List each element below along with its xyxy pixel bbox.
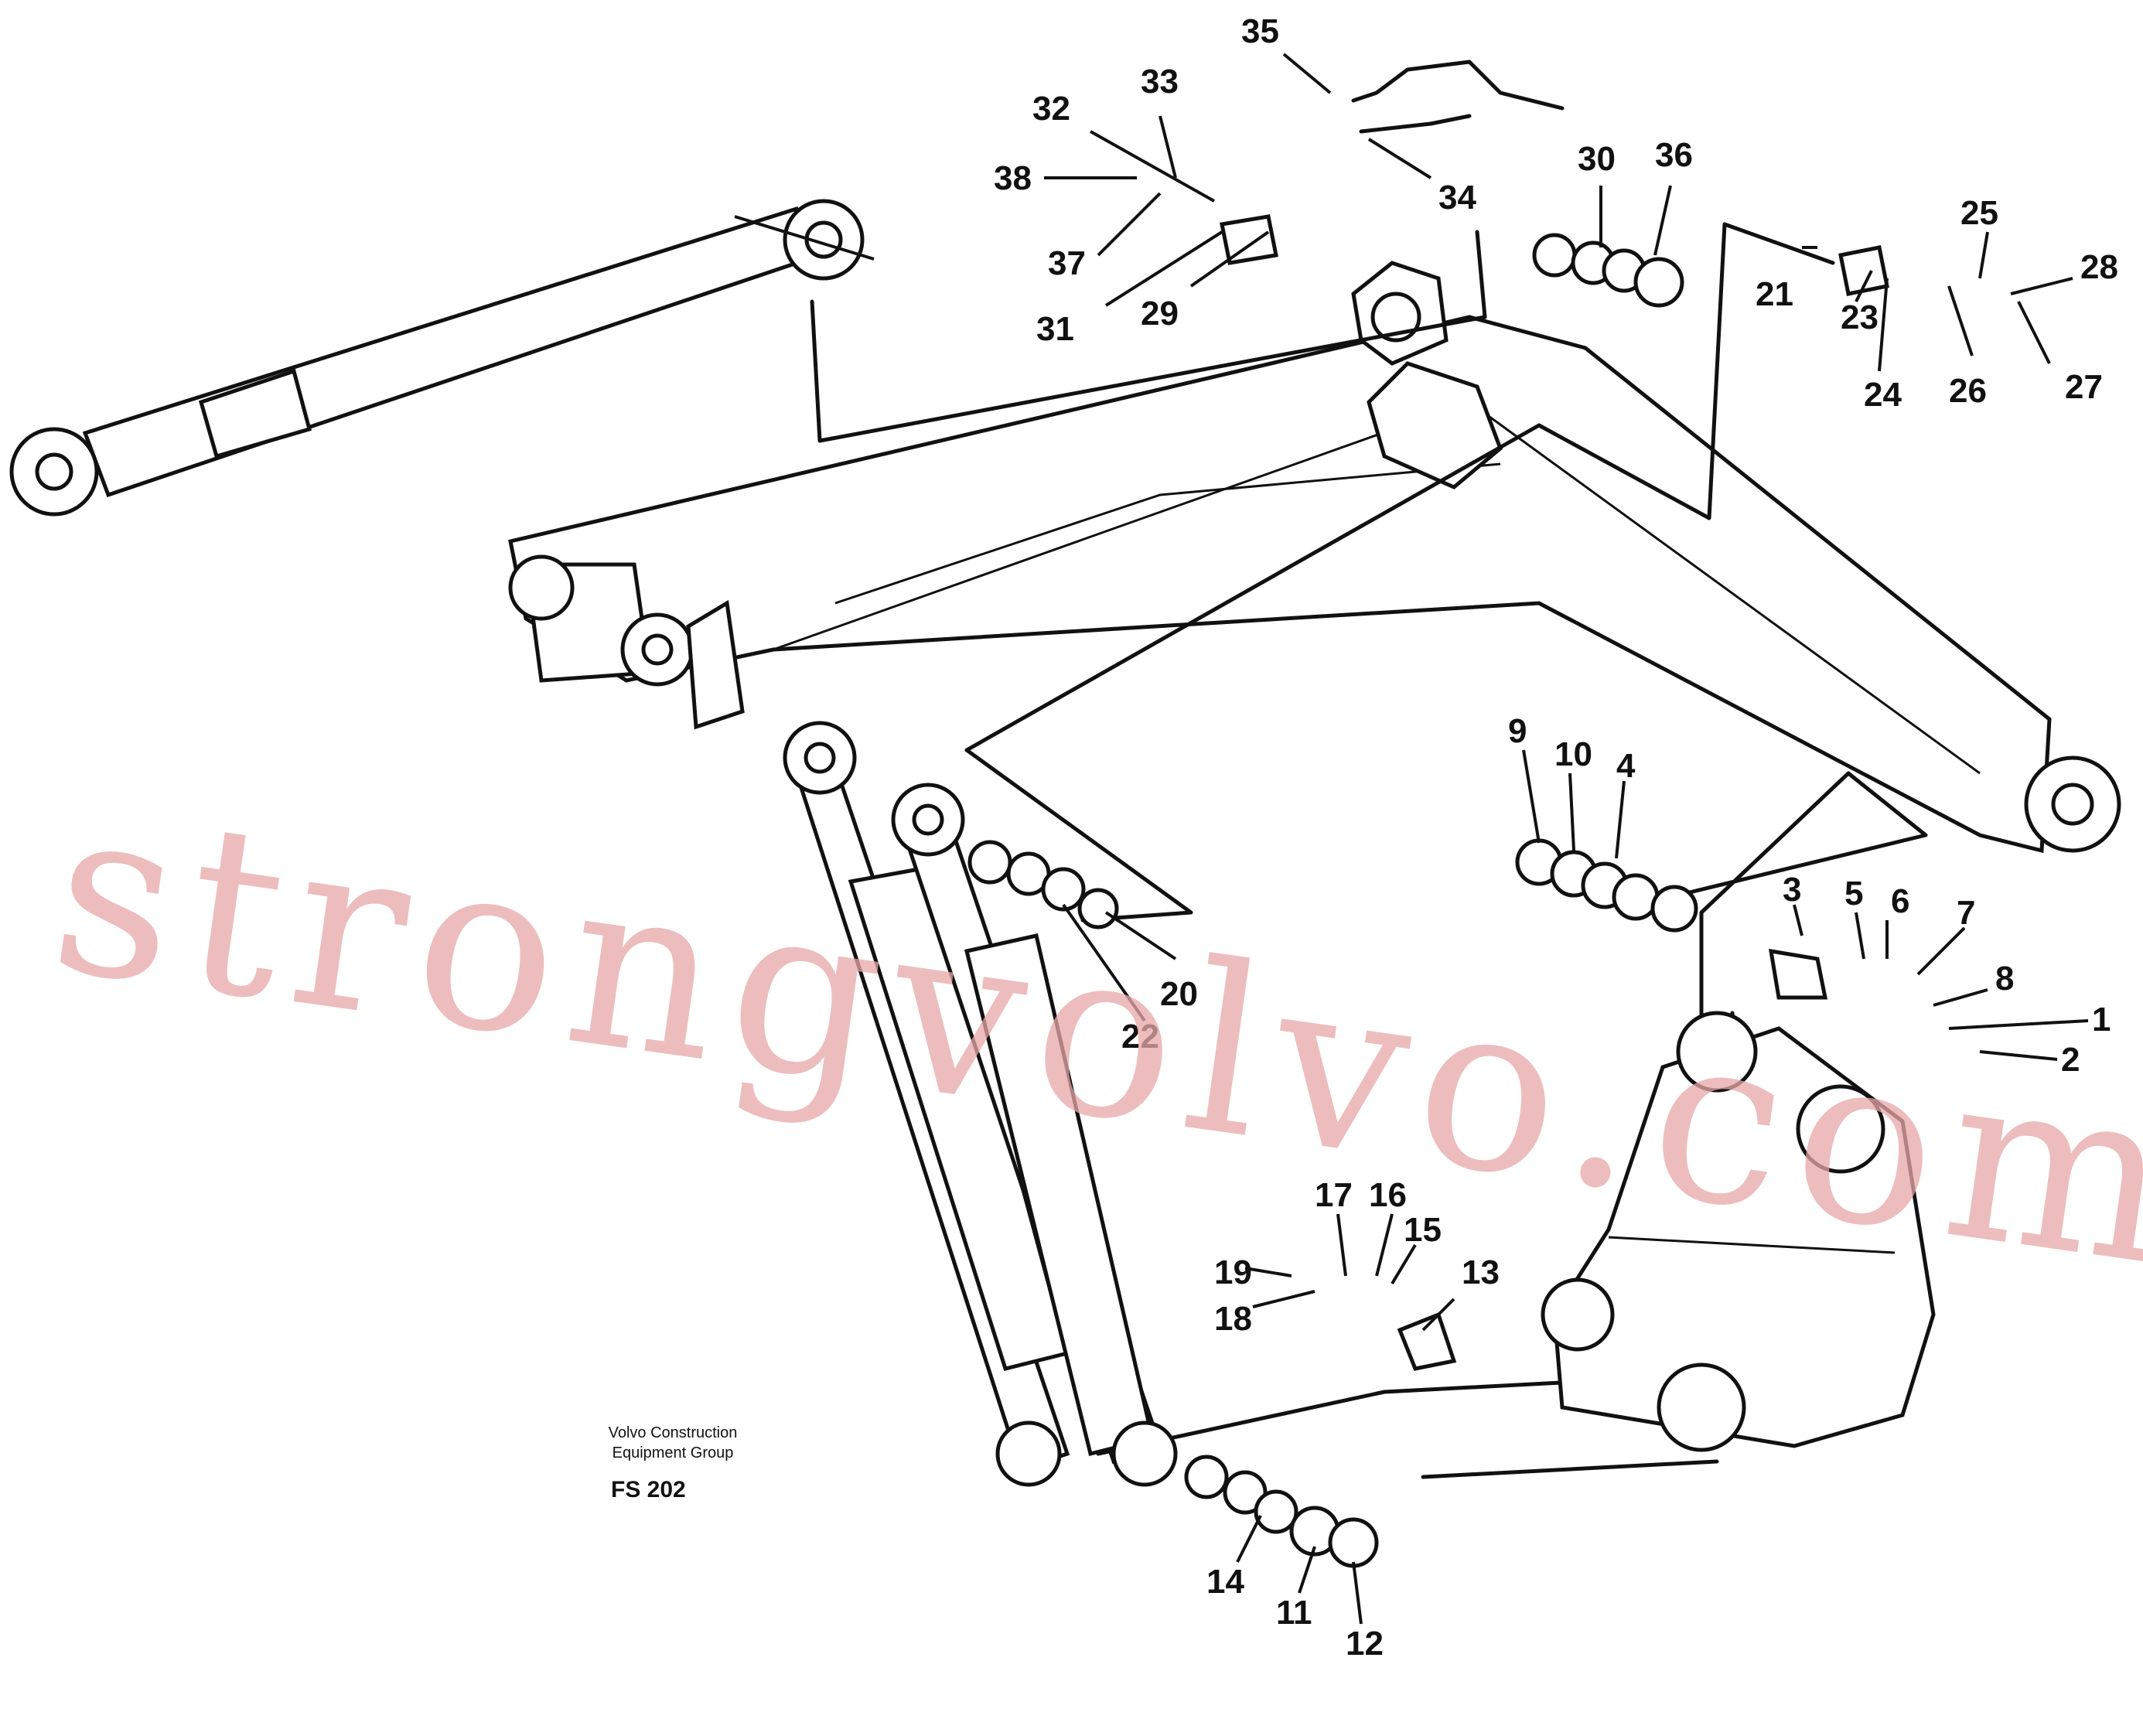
callout-leaders (1044, 53, 2089, 1625)
callout-16: 16 (1369, 1176, 1407, 1214)
callout-26: 26 (1949, 372, 1987, 410)
callout-11: 11 (1276, 1594, 1312, 1632)
hydraulic-lines (810, 222, 1928, 1479)
callout-3: 3 (1783, 871, 1801, 909)
callout-9: 9 (1508, 712, 1527, 750)
callout-31: 31 (1036, 310, 1074, 348)
callout-17: 17 (1315, 1176, 1353, 1214)
callout-13: 13 (1462, 1253, 1500, 1291)
callout-15: 15 (1404, 1211, 1442, 1249)
figure-code: FS 202 (611, 1477, 686, 1502)
callout-10: 10 (1554, 735, 1592, 773)
lower-cylinders (783, 721, 1178, 1487)
callout-23: 23 (1841, 298, 1879, 336)
callout-34: 34 (1438, 179, 1476, 217)
callout-8: 8 (1995, 960, 2014, 998)
callout-35: 35 (1241, 12, 1279, 50)
callout-25: 25 (1960, 194, 1998, 232)
callout-22: 22 (1121, 1018, 1159, 1056)
caption-organization: Volvo Construction Equipment Group (572, 1423, 773, 1463)
callout-labels: 1 2 3 4 5 6 7 8 9 10 11 12 13 14 15 16 1… (994, 12, 2118, 1663)
upper-cylinder (9, 199, 875, 517)
callout-18: 18 (1214, 1300, 1252, 1338)
callout-33: 33 (1141, 63, 1179, 101)
callout-38: 38 (994, 159, 1032, 197)
callout-7: 7 (1957, 894, 1975, 932)
callout-1: 1 (2092, 1001, 2111, 1039)
bucket-bracket (1541, 1011, 1936, 1452)
callout-24: 24 (1864, 376, 1902, 414)
callout-30: 30 (1578, 140, 1616, 178)
caption-org-line2: Equipment Group (612, 1444, 734, 1461)
callout-4: 4 (1616, 747, 1636, 785)
callout-21: 21 (1756, 275, 1793, 313)
callout-37: 37 (1048, 244, 1086, 282)
callout-28: 28 (2080, 248, 2118, 286)
callout-27: 27 (2065, 368, 2103, 406)
callout-2: 2 (2061, 1041, 2080, 1079)
callout-20: 20 (1160, 975, 1198, 1013)
small-parts (967, 60, 1889, 1568)
callout-12: 12 (1346, 1625, 1384, 1663)
callout-32: 32 (1032, 90, 1070, 128)
boom-arm (508, 261, 2121, 854)
callout-5: 5 (1844, 875, 1863, 912)
caption-org-line1: Volvo Construction (608, 1424, 738, 1441)
callout-14: 14 (1206, 1563, 1244, 1601)
callout-36: 36 (1655, 136, 1693, 174)
callout-6: 6 (1891, 882, 1909, 920)
callout-19: 19 (1214, 1253, 1252, 1291)
callout-29: 29 (1141, 295, 1179, 333)
